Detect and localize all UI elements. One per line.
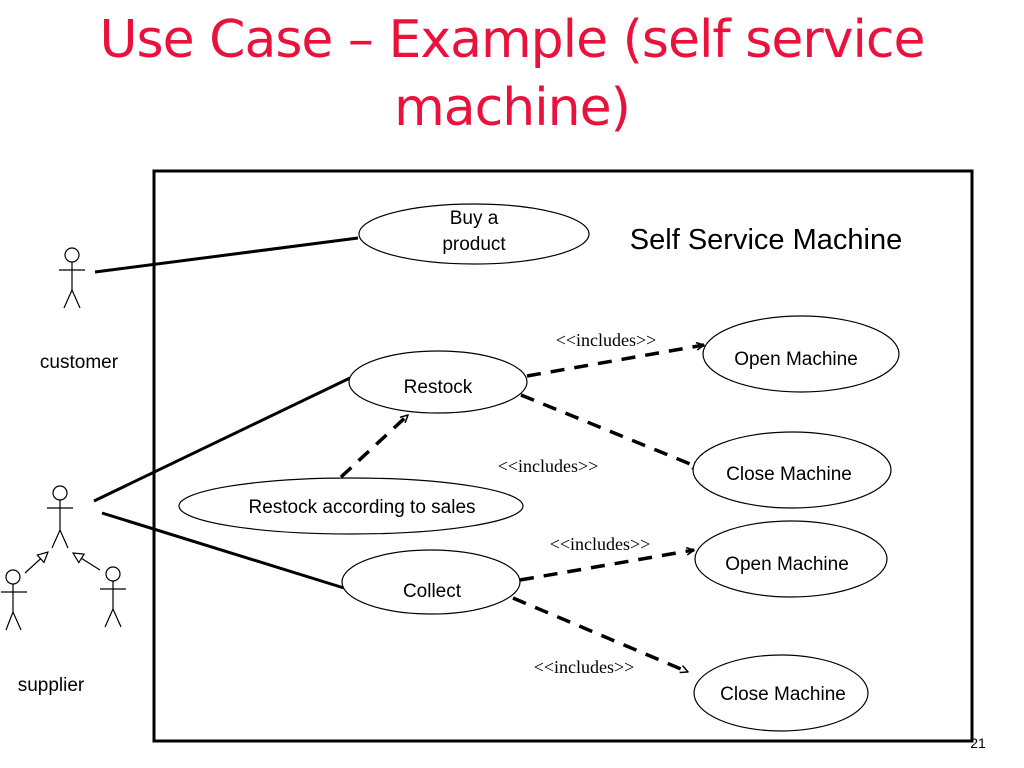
use-case-close-machine-2-label: Close Machine <box>720 684 846 705</box>
includes-label-2: <<includes>> <box>498 456 599 476</box>
include-arrow-restock-open <box>526 345 704 378</box>
actor-supplier-child-right-icon <box>100 566 126 628</box>
includes-label-4: <<includes>> <box>534 657 635 677</box>
use-case-close-machine-2: Close Machine <box>693 654 869 732</box>
generalization-arrow-left <box>24 552 48 574</box>
actor-supplier-label: supplier <box>18 675 85 696</box>
association-customer-buy <box>94 236 359 274</box>
actor-customer-icon <box>59 247 85 309</box>
use-case-close-machine-1: Close Machine <box>692 431 892 509</box>
use-case-collect: Collect <box>341 549 521 615</box>
page-number: 21 <box>970 735 986 751</box>
use-case-buy-product-line-1: Buy a <box>450 208 499 229</box>
use-case-restock-label: Restock <box>404 377 473 398</box>
association-supplier-restock <box>93 376 351 503</box>
actor-supplier-child-left-icon <box>1 569 27 631</box>
system-name: Self Service Machine <box>630 224 902 256</box>
actor-supplier-icon <box>47 485 73 549</box>
includes-label-3: <<includes>> <box>550 534 651 554</box>
actor-customer-label: customer <box>40 352 119 373</box>
use-case-open-machine-1-label: Open Machine <box>734 349 858 370</box>
use-case-close-machine-1-label: Close Machine <box>726 464 852 485</box>
use-case-restock-according-to-sales: Restock according to sales <box>178 477 524 535</box>
slide-title-line-2: machine) <box>394 78 631 138</box>
use-case-buy-product-line-2: product <box>442 234 506 255</box>
use-case-open-machine-2: Open Machine <box>694 520 888 598</box>
use-case-restock: Restock <box>348 350 528 414</box>
include-arrow-collect-close <box>512 596 688 674</box>
use-case-open-machine-1: Open Machine <box>702 315 900 393</box>
include-arrow-restock-close <box>520 393 700 470</box>
system-boundary <box>152 169 974 743</box>
include-arrow-sales-restock <box>339 413 408 479</box>
use-case-buy-product: Buy a product <box>358 203 590 265</box>
association-supplier-collect <box>101 511 345 590</box>
slide-title: Use Case – Example (self service machine… <box>0 6 1024 142</box>
use-case-collect-label: Collect <box>403 581 462 602</box>
includes-label-1: <<includes>> <box>556 330 657 350</box>
include-arrow-collect-open <box>519 550 694 582</box>
use-case-restock-sales-label: Restock according to sales <box>248 497 475 518</box>
use-case-open-machine-2-label: Open Machine <box>725 554 849 575</box>
slide-title-line-1: Use Case – Example (self service <box>99 10 925 70</box>
generalization-arrow-right <box>73 553 101 571</box>
